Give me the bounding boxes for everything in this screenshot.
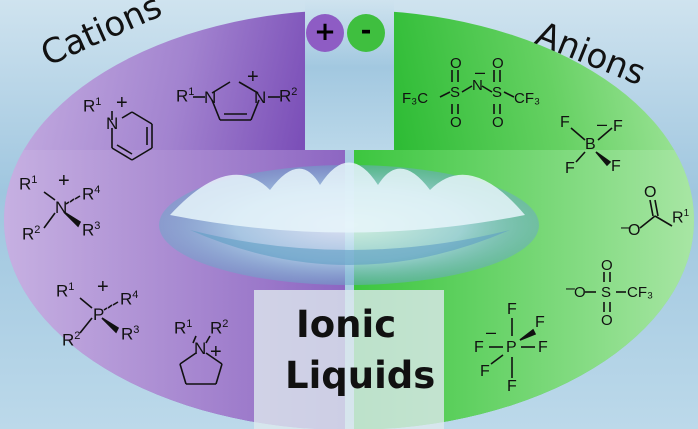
amm-r3: R3 [82,220,101,240]
ammonium-structure [43,191,82,229]
tfsi-o3: O [492,55,504,72]
pf6-f-topright: F [535,314,545,331]
carb-o-minus: O [628,222,641,239]
bf4-f2: F [613,118,623,135]
bf4-f1: F [560,114,570,131]
triflate-structure [585,272,626,312]
imid-r1: R1 [176,86,195,106]
minus-circle [347,14,385,52]
pf6-f-left: F [474,339,484,356]
phos-charge: + [97,276,109,298]
tfsi-right: CF₃ [514,90,541,107]
carb-o: O [644,184,657,201]
phos-r3: R3 [121,324,140,344]
phos-r1: R1 [56,281,75,301]
imid-n-right: N [254,88,267,107]
tfsi-o4: O [492,114,504,131]
trif-charge: – [566,280,575,297]
bf4-f4: F [565,160,575,177]
pyr-charge: + [116,92,128,114]
tfsi-charge: – [475,62,486,82]
imid-r2: R2 [279,86,298,106]
trif-o1: O [601,257,613,274]
tfsi-o1: O [450,55,462,72]
phos-r4: R4 [120,289,139,309]
amm-charge: + [58,170,70,192]
pyridinium-structure [111,111,153,161]
tfsi-left: F₃C [402,90,429,107]
plus-circle [306,14,344,52]
imidazolium-structure [193,81,280,121]
pf6-f-lowleft: F [480,363,490,380]
pf6-p: P [506,339,517,356]
tfsi-n: N [472,77,483,94]
tfsi-structure [439,70,515,114]
pyrrolidinium-structure [179,335,223,385]
pf6-f-top: F [507,301,517,318]
bf4-structure [570,127,613,167]
pf6-charge: – [486,322,497,342]
phos-p: P [93,305,105,324]
trif-o-minus: O [574,284,586,301]
carb-r: R1 [672,208,690,227]
trif-s: S [601,284,612,301]
bf4-b: B [585,136,596,153]
trif-cf3: CF₃ [627,284,654,301]
amm-r4: R4 [82,184,101,204]
amm-n: N [55,198,68,217]
pyrr-n: N [194,339,207,358]
amm-r2: R2 [22,224,41,244]
carb-charge: – [621,219,630,236]
phos-r2: R2 [62,330,81,350]
bf4-charge: – [597,114,608,134]
carboxylate-structure [639,199,673,229]
bf4-f3: F [611,158,621,175]
plus-sign: + [314,17,336,47]
pf6-structure [489,318,537,378]
tfsi-s2: S [492,84,503,101]
pyrr-charge: + [210,341,222,363]
minus-sign: - [360,16,372,46]
phosphonium-structure [79,297,120,334]
pyrr-r2: R2 [210,318,229,338]
pf6-f-bottom: F [507,378,517,395]
pf6-f-right: F [538,339,548,356]
tfsi-o2: O [450,114,462,131]
pyr-r1: R1 [83,96,102,116]
tfsi-s1: S [450,84,461,101]
imid-n-left: N [204,88,217,107]
trif-o2: O [601,312,613,329]
amm-r1: R1 [19,174,38,194]
liquids-label: Liquids [285,354,436,397]
pyrr-r1: R1 [174,318,193,338]
pyr-n: N [106,114,119,133]
imid-charge: + [247,66,259,88]
ionic-label: Ionic [296,303,397,346]
